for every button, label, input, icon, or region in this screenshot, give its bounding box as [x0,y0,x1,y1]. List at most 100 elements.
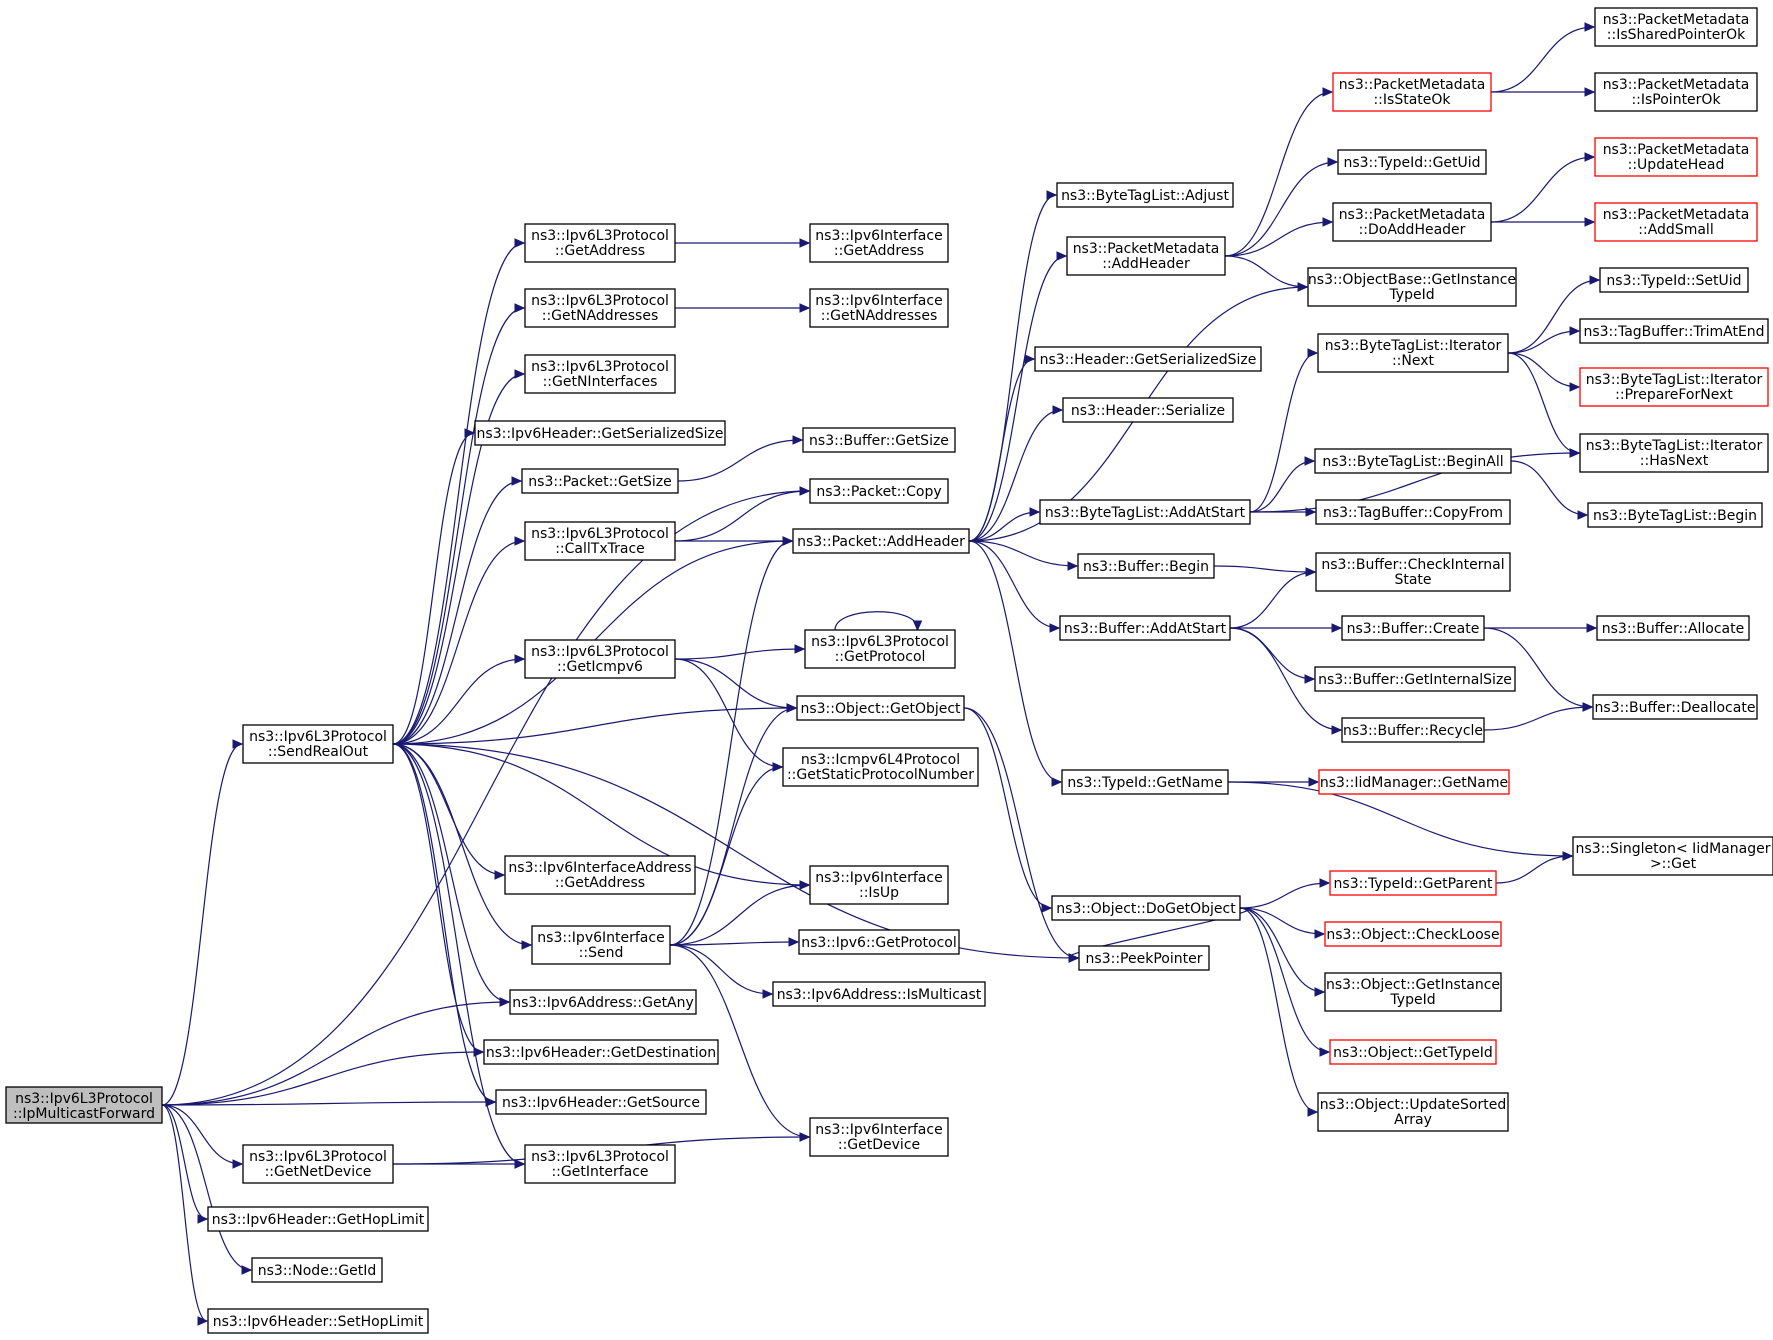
node-iface-is-up[interactable]: ns3::Ipv6Interface::IsUp [809,865,949,905]
node-btl-begin-all[interactable]: ns3::ByteTagList::BeginAll [1314,448,1512,474]
edge-arrowhead [799,486,811,496]
node-type-set-uid[interactable]: ns3::TypeId::SetUid [1599,267,1749,293]
node-buf-add-at-start[interactable]: ns3::Buffer::AddAtStart [1059,615,1231,641]
node-buf-deallocate[interactable]: ns3::Buffer::Deallocate [1592,694,1758,720]
edge-line [669,766,783,946]
node-type-get-parent[interactable]: ns3::TypeId::GetParent [1329,870,1497,896]
node-send-real-out[interactable]: ns3::Ipv6L3Protocol::SendRealOut [242,724,394,764]
edge-buf-add-at-start-to-buf-create [1230,623,1343,633]
node-call-tx-trace[interactable]: ns3::Ipv6L3Protocol::CallTxTrace [524,521,676,561]
edge-arrowhead [794,644,806,654]
node-get-net-device[interactable]: ns3::Ipv6L3Protocol::GetNetDevice [242,1144,394,1184]
node-pm-is-pointer[interactable]: ns3::PacketMetadata::IsPointerOk [1594,72,1758,112]
edge-line [392,743,810,886]
node-obj-get-object[interactable]: ns3::Object::GetObject [796,695,965,721]
node-box [531,925,671,965]
node-label: ns3::ByteTagList::Iterator [1325,338,1502,354]
node-pm-update-head[interactable]: ns3::PacketMetadata::UpdateHead [1594,137,1758,177]
edge-arrowhead [197,1316,209,1326]
node-pm-add-small[interactable]: ns3::PacketMetadata::AddSmall [1594,202,1758,242]
edge-pkt-add-header-to-hdr-serialize [968,405,1064,542]
node-buf-get-internal-size[interactable]: ns3::Buffer::GetInternalSize [1314,666,1516,692]
node-buf-recycle[interactable]: ns3::Buffer::Recycle [1341,717,1485,743]
edge-arrowhead [788,937,800,947]
node-box [5,1086,163,1124]
edge-send-real-out-to-get-ninterfaces [392,369,526,745]
node-iface-addr-get-addr[interactable]: ns3::Ipv6InterfaceAddress::GetAddress [504,855,696,895]
edge-iface-send-to-iface-is-up [669,880,811,946]
node-pkt-copy[interactable]: ns3::Packet::Copy [809,478,949,504]
node-get-address[interactable]: ns3::Ipv6L3Protocol::GetAddress [524,223,676,263]
node-btl-it-has-next[interactable]: ns3::ByteTagList::Iterator::HasNext [1579,433,1769,473]
node-pm-add-header[interactable]: ns3::PacketMetadata::AddHeader [1066,236,1226,276]
node-ipv6-get-protocol[interactable]: ns3::Ipv6::GetProtocol [798,929,960,955]
node-type-get-name[interactable]: ns3::TypeId::GetName [1061,769,1229,795]
node-tb-copy-from[interactable]: ns3::TagBuffer::CopyFrom [1315,499,1511,525]
node-label: ns3::PacketMetadata [1603,207,1750,223]
node-hdr-serialize[interactable]: ns3::Header::Serialize [1062,397,1234,423]
node-addr-is-multicast[interactable]: ns3::Ipv6Address::IsMulticast [772,981,986,1007]
node-iface-get-naddr[interactable]: ns3::Ipv6Interface::GetNAddresses [809,288,949,328]
node-label: ns3::Ipv6L3Protocol [531,1149,669,1165]
node-btl-add-at-start[interactable]: ns3::ByteTagList::AddAtStart [1039,499,1251,525]
node-box [1592,694,1758,720]
node-box [521,468,679,494]
node-node-get-id[interactable]: ns3::Node::GetId [251,1257,383,1283]
node-type-get-uid[interactable]: ns3::TypeId::GetUid [1337,149,1487,175]
node-buf-begin[interactable]: ns3::Buffer::Begin [1077,553,1215,579]
node-pm-is-shared[interactable]: ns3::PacketMetadata::IsSharedPointerOk [1594,7,1758,47]
node-btl-it-next[interactable]: ns3::ByteTagList::Iterator::Next [1317,333,1509,373]
node-buf-get-size[interactable]: ns3::Buffer::GetSize [802,427,956,453]
node-obj-do-get-object[interactable]: ns3::Object::DoGetObject [1051,895,1241,921]
node-label: ns3::PeekPointer [1086,951,1203,967]
node-hdr-get-ser-size[interactable]: ns3::Header::GetSerializedSize [1034,346,1262,372]
node-iface-get-device[interactable]: ns3::Ipv6Interface::GetDevice [809,1117,949,1157]
node-singleton-get[interactable]: ns3::Singleton< IidManager>::Get [1572,836,1773,876]
node-get-interface[interactable]: ns3::Ipv6L3Protocol::GetInterface [524,1144,676,1184]
edge-arrowhead [1589,275,1601,285]
node-pkt-add-header[interactable]: ns3::Packet::AddHeader [792,528,970,554]
edge-arrowhead [799,303,811,313]
node-iid-get-name[interactable]: ns3::IidManager::GetName [1318,769,1510,795]
node-btl-it-prepare[interactable]: ns3::ByteTagList::Iterator::PrepareForNe… [1579,367,1769,407]
node-icmp-static[interactable]: ns3::Icmpv6L4Protocol::GetStaticProtocol… [782,747,979,787]
node-peek-pointer[interactable]: ns3::PeekPointer [1078,945,1210,971]
edge-arrowhead [1577,510,1589,520]
node-iface-send[interactable]: ns3::Ipv6Interface::Send [531,925,671,965]
node-obj-get-type-id[interactable]: ns3::Object::GetTypeId [1329,1039,1497,1065]
node-hdr-get-source[interactable]: ns3::Ipv6Header::GetSource [495,1089,707,1115]
node-iface-get-addr[interactable]: ns3::Ipv6Interface::GetAddress [809,223,949,263]
node-obj-check-loose[interactable]: ns3::Object::CheckLoose [1324,921,1502,947]
node-hdr-set-hop[interactable]: ns3::Ipv6Header::SetHopLimit [207,1308,429,1334]
node-buf-create[interactable]: ns3::Buffer::Create [1341,615,1485,641]
node-get-naddresses[interactable]: ns3::Ipv6L3Protocol::GetNAddresses [524,288,676,328]
edge-root-to-node-get-id [161,1104,253,1275]
node-hdr-get-dest[interactable]: ns3::Ipv6Header::GetDestination [483,1039,719,1065]
edge-line [1507,279,1600,354]
node-btl-begin[interactable]: ns3::ByteTagList::Begin [1587,502,1763,528]
node-label: Array [1394,1112,1432,1128]
node-buf-allocate[interactable]: ns3::Buffer::Allocate [1596,615,1750,641]
node-get-icmpv6[interactable]: ns3::Ipv6L3Protocol::GetIcmpv6 [524,639,676,679]
node-l3-get-protocol[interactable]: ns3::Ipv6L3Protocol::GetProtocol [804,629,956,669]
edge-buf-recycle-to-buf-deallocate [1483,702,1594,731]
node-btl-adjust[interactable]: ns3::ByteTagList::Adjust [1056,182,1234,208]
edge-line [161,1104,243,1165]
node-pm-do-add-header[interactable]: ns3::PacketMetadata::DoAddHeader [1332,202,1492,242]
node-get-ninterfaces[interactable]: ns3::Ipv6L3Protocol::GetNInterfaces [524,354,676,394]
node-addr-get-any[interactable]: ns3::Ipv6Address::GetAny [509,989,697,1015]
node-hdr-get-hop[interactable]: ns3::Ipv6Header::GetHopLimit [207,1206,429,1232]
node-pm-is-state-ok[interactable]: ns3::PacketMetadata::IsStateOk [1332,72,1492,112]
node-pkt-get-size[interactable]: ns3::Packet::GetSize [521,468,679,494]
edge-send-real-out-to-pkt-get-size [392,476,523,745]
node-box [1317,1092,1509,1132]
edge-arrowhead [232,739,244,749]
node-hdr-ser-size[interactable]: ns3::Ipv6Header::GetSerializedSize [474,420,726,446]
node-box [242,1144,394,1184]
node-tb-trim-at-end[interactable]: ns3::TagBuffer::TrimAtEnd [1579,318,1769,344]
node-root[interactable]: ns3::Ipv6L3Protocol::IpMulticastForward [5,1086,163,1124]
